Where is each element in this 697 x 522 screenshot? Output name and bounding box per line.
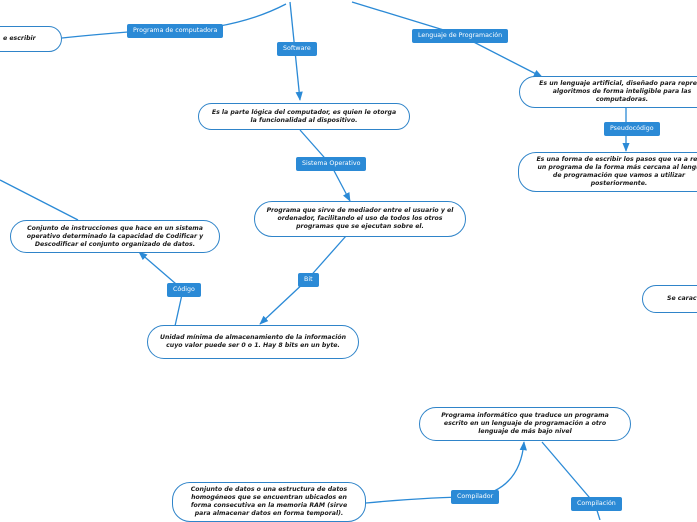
compilador-definition-text: Programa informático que traduce un prog… (441, 412, 609, 435)
software-definition-node[interactable]: Es la parte lógica del computador, es qu… (198, 103, 410, 130)
lenguaje-definition-text: Es un lenguaje artificial, diseñado para… (539, 80, 697, 103)
sistema-operativo-definition-node[interactable]: Programa que sirve de mediador entre el … (254, 201, 466, 237)
pseudocodigo-definition-node[interactable]: Es una forma de escribir los pasos que v… (518, 152, 697, 192)
edge-compilerdef-to-compilacion (541, 441, 596, 505)
compilador-definition-node[interactable]: Programa informático que traduce un prog… (419, 407, 631, 441)
sistema-operativo-definition-text: Programa que sirve de mediador entre el … (266, 207, 454, 230)
partial-node-escribir-text: e escribir (3, 35, 36, 42)
edge-programa-to-left (61, 31, 129, 39)
software-definition-text: Es la parte lógica del computador, es qu… (211, 108, 397, 124)
edge-so-to-def (330, 164, 351, 202)
tag-lenguaje-de-programacion[interactable]: Lenguaje de Programación (412, 29, 509, 43)
codigo-definition-text: Conjunto de instrucciones que hace en un… (26, 224, 204, 248)
bit-definition-node[interactable]: Unidad mínima de almacenamiento de la in… (147, 325, 359, 359)
partial-node-escribir[interactable]: e escribir (0, 26, 62, 52)
bit-definition-text: Unidad mínima de almacenamiento de la in… (159, 334, 347, 349)
codigo-definition-node[interactable]: Conjunto de instrucciones que hace en un… (10, 220, 220, 253)
edge-bit-to-def (259, 279, 308, 325)
array-definition-text: Conjunto de datos o una estructura de da… (190, 486, 348, 517)
tag-software[interactable]: Software (277, 42, 317, 56)
tag-sistema-operativo[interactable]: Sistema Operativo (296, 157, 367, 171)
edge-compilador-to-def (473, 441, 527, 498)
array-definition-node[interactable]: Conjunto de datos o una estructura de da… (172, 482, 366, 522)
pseudocodigo-definition-text: Es una forma de escribir los pasos que v… (536, 156, 697, 187)
tag-pseudocodigo[interactable]: Pseudocódigo (604, 122, 660, 136)
lenguaje-definition-node[interactable]: Es un lenguaje artificial, diseñado para… (519, 76, 697, 108)
tag-programa-de-computadora[interactable]: Programa de computadora (127, 24, 224, 38)
tag-bit[interactable]: Bit (298, 273, 319, 287)
tag-codigo[interactable]: Código (167, 283, 201, 297)
se-caracteriza-text: Se caract (667, 295, 697, 302)
edge-codigodef-to-left (0, 179, 79, 221)
edge-so-to-bit (306, 235, 347, 281)
tag-compilador[interactable]: Compilador (451, 490, 500, 504)
se-caracteriza-node[interactable]: Se caract (642, 285, 697, 313)
tag-compilacion[interactable]: Compilación (571, 497, 622, 511)
